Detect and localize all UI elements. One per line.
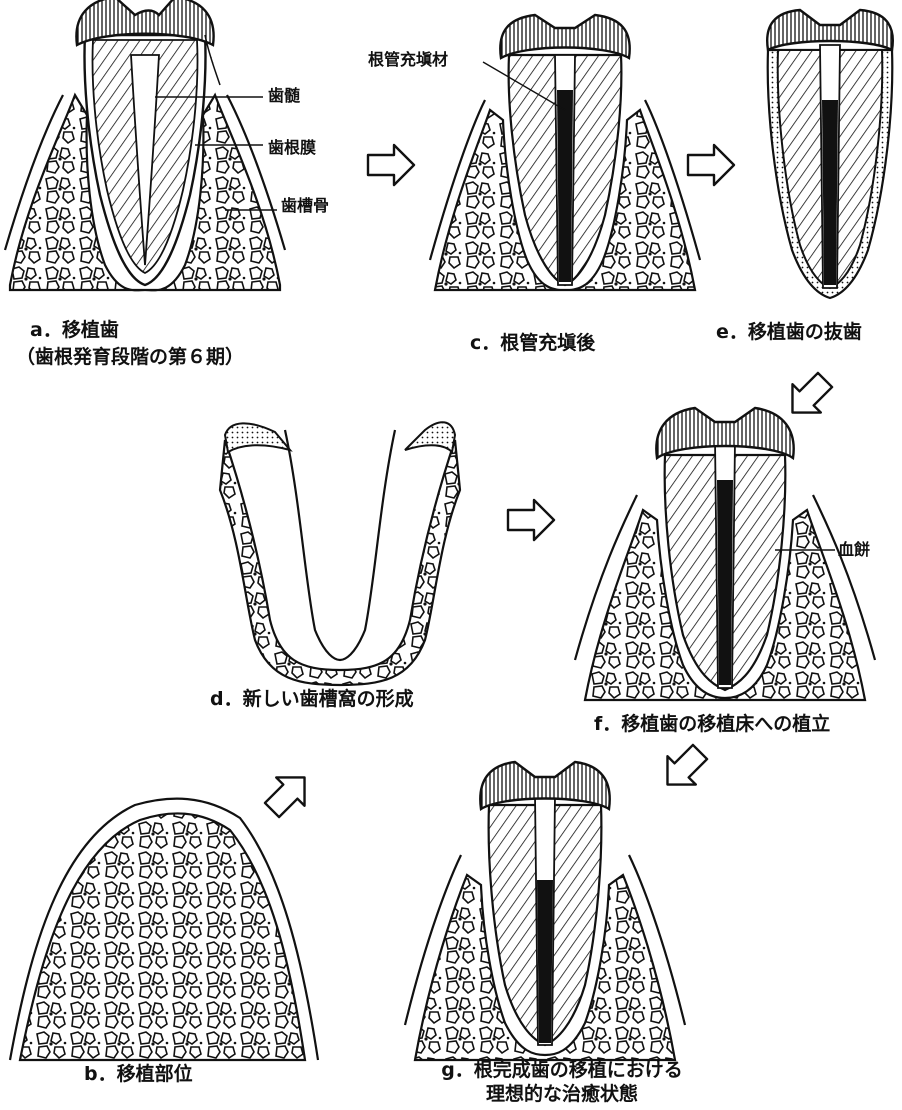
label-root-filling: 根管充塡材 <box>368 50 448 70</box>
panel-f-implanted-tooth <box>575 408 875 700</box>
panel-e-extracted-tooth <box>767 10 893 298</box>
arrow-c-to-e <box>688 145 734 185</box>
caption-g-line1: g．根完成歯の移植における <box>412 1058 712 1082</box>
arrow-b-to-d <box>258 763 319 824</box>
label-alveolar-bone: 歯槽骨 <box>281 196 329 216</box>
panel-d-new-socket <box>220 422 460 685</box>
label-blood-clot: 血餅 <box>838 540 870 560</box>
label-pulp: 歯髄 <box>268 86 300 106</box>
arrow-e-to-f <box>778 366 839 427</box>
caption-f: f．移植歯の移植床への植立 <box>594 712 830 736</box>
label-pdl: 歯根膜 <box>268 138 316 158</box>
arrow-d-to-f <box>508 500 554 540</box>
caption-b: b．移植部位 <box>84 1062 193 1086</box>
arrow-a-to-c <box>368 145 414 185</box>
caption-a-line2: （歯根発育段階の第６期） <box>16 345 244 369</box>
panel-b-recipient-site <box>10 799 318 1060</box>
arrow-f-to-g <box>653 738 714 799</box>
caption-e: e．移植歯の抜歯 <box>716 320 862 344</box>
caption-g-line2: 理想的な治癒状態 <box>412 1082 712 1106</box>
caption-d: d．新しい歯槽窩の形成 <box>210 687 414 711</box>
caption-c: c．根管充塡後 <box>470 331 595 355</box>
caption-a-line1: a．移植歯 <box>30 318 119 342</box>
panel-a-tooth-in-bone <box>5 0 285 290</box>
panel-g-healed-tooth <box>405 762 685 1060</box>
panel-c-filled-tooth <box>430 15 700 290</box>
